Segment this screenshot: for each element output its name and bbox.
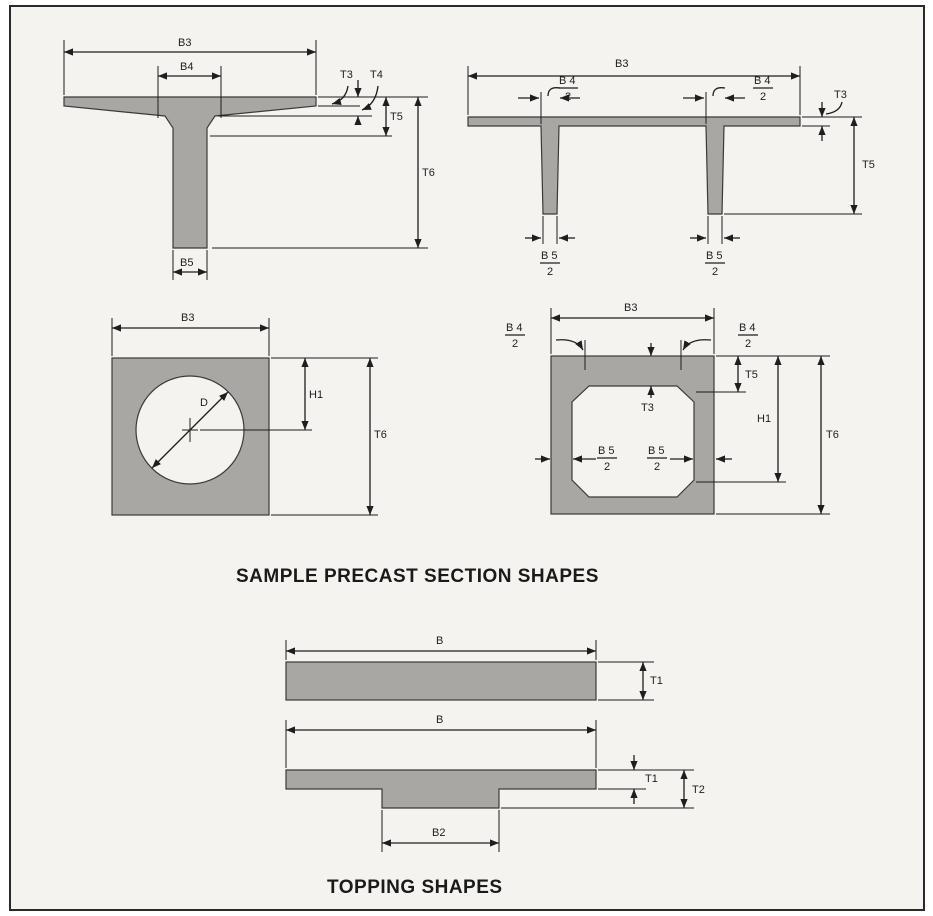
dim-label-t3: T3 — [340, 69, 353, 81]
dim-label-b5-half: B 5 — [706, 250, 723, 262]
dim-label-b4-half: B 4 — [559, 75, 576, 87]
dim-label-half-den: 2 — [604, 461, 610, 473]
dim-label-b5: B5 — [180, 257, 193, 269]
dim-label-half-den: 2 — [712, 266, 718, 278]
dim-label-b3: B3 — [624, 302, 637, 314]
dim-label-t3: T3 — [641, 402, 654, 414]
double-tee-shape — [467, 116, 801, 215]
dim-label-b4: B4 — [180, 61, 193, 73]
dim-label-half-den: 2 — [547, 266, 553, 278]
dim-label-b: B — [436, 635, 443, 647]
dim-label-b4-half: B 4 — [754, 75, 771, 87]
dim-label-half-den: 2 — [565, 91, 571, 103]
dim-label-t6: T6 — [826, 429, 839, 441]
dim-label-b: B — [436, 714, 443, 726]
dim-label-t5: T5 — [745, 369, 758, 381]
dim-label-t5: T5 — [390, 111, 403, 123]
single-tee-section: B3 B4 B5 T3 T4 T5 T6 — [63, 37, 435, 280]
dim-label-half-den: 2 — [512, 338, 518, 350]
dim-label-t6: T6 — [374, 429, 387, 441]
topping-stepped-shape — [285, 769, 597, 809]
dim-label-b2: B2 — [432, 827, 445, 839]
dim-label-b5-half: B 5 — [541, 250, 558, 262]
dim-label-b3: B3 — [615, 58, 628, 70]
hollow-box-void — [571, 385, 695, 498]
dim-label-t1: T1 — [650, 675, 663, 687]
dim-label-t3: T3 — [834, 89, 847, 101]
dim-label-half-den: 2 — [654, 461, 660, 473]
topping-rectangle: B T1 — [285, 635, 663, 701]
dim-label-t1: T1 — [645, 773, 658, 785]
dim-label-b3: B3 — [178, 37, 191, 49]
dim-label-t5: T5 — [862, 159, 875, 171]
dim-label-t4: T4 — [370, 69, 383, 81]
topping-rect-shape — [285, 661, 597, 701]
dim-label-h1: H1 — [309, 389, 323, 401]
heading-precast-shapes: SAMPLE PRECAST SECTION SHAPES — [236, 566, 599, 587]
dim-label-b5-half: B 5 — [648, 445, 665, 457]
dim-label-b4-half: B 4 — [739, 322, 756, 334]
dim-label-b5-half: B 5 — [598, 445, 615, 457]
topping-stepped: B T1 T2 B2 — [285, 714, 705, 852]
single-tee-shape — [63, 96, 317, 249]
dim-label-h1: H1 — [757, 413, 771, 425]
dim-label-b3: B3 — [181, 312, 194, 324]
hollow-circle-section: B3 D H1 T6 — [111, 312, 387, 516]
dim-label-half-den: 2 — [760, 91, 766, 103]
dim-label-d: D — [200, 397, 208, 409]
dim-label-t2: T2 — [692, 784, 705, 796]
hollow-box-section: B3 B 4 2 B 4 2 T3 T5 H1 T6 B 5 2 — [505, 302, 839, 515]
heading-topping-shapes: TOPPING SHAPES — [327, 877, 503, 898]
dim-label-t6: T6 — [422, 167, 435, 179]
dim-label-b4-half: B 4 — [506, 322, 523, 334]
dim-label-half-den: 2 — [745, 338, 751, 350]
double-tee-section: B3 B 4 2 B 4 2 T3 T5 B 5 2 — [467, 58, 875, 278]
